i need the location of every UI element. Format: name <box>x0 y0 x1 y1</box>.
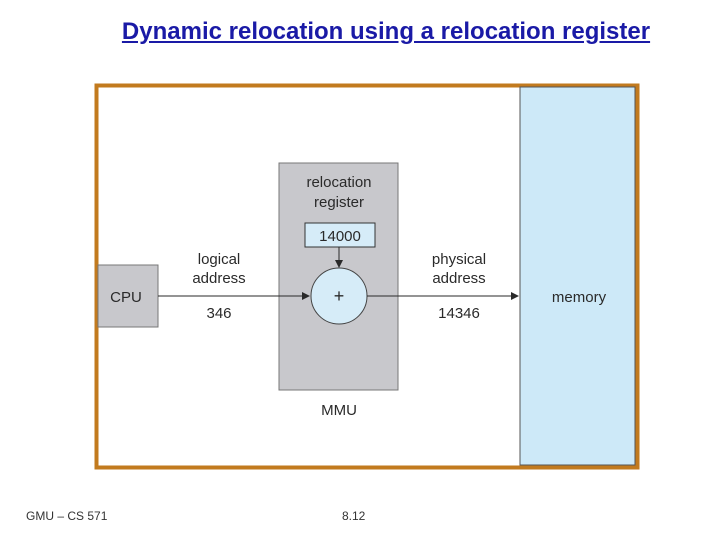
footer-slide-number: 8.12 <box>342 509 366 523</box>
logical-address-label-line2: address <box>192 270 245 287</box>
physical-address-label: physical <box>432 251 486 268</box>
relocation-register-value: 14000 <box>319 228 361 245</box>
mmu-label: MMU <box>321 402 357 419</box>
logical-address-value: 346 <box>206 305 231 322</box>
adder-symbol: + <box>334 286 345 306</box>
relocation-register-label-line2: register <box>314 194 364 211</box>
cpu-box <box>97 264 159 328</box>
memory-label: memory <box>552 289 607 306</box>
relocation-register-label: relocation <box>306 174 371 191</box>
memory-region <box>519 86 636 466</box>
physical-address-value: 14346 <box>438 305 480 322</box>
slide-title: Dynamic relocation using a relocation re… <box>121 18 651 45</box>
cpu-label: CPU <box>110 289 142 306</box>
footer-course: GMU – CS 571 <box>26 509 108 523</box>
logical-address-label: logical <box>198 251 241 268</box>
relocation-register-box <box>304 222 376 248</box>
physical-address-label-line2: address <box>432 270 485 287</box>
